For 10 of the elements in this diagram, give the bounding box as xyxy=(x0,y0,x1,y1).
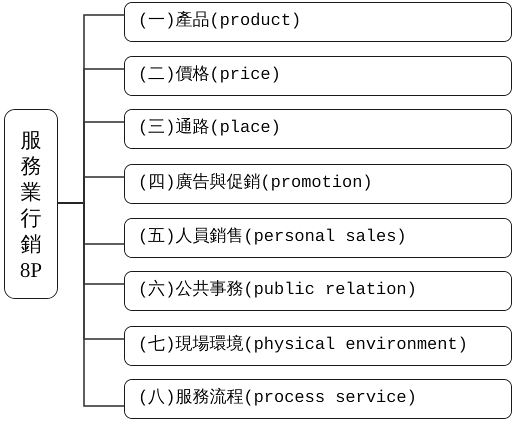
rounded-box: (一)產品(product) xyxy=(124,2,512,42)
rounded-box: (七)現場環境(physical environment) xyxy=(124,326,512,366)
rounded-box: (八)服務流程(process service) xyxy=(124,379,512,419)
rounded-box: (四)廣告與促銷(promotion) xyxy=(124,164,512,204)
rounded-box: 服務業行銷8P xyxy=(4,109,58,299)
rounded-box: (三)通路(place) xyxy=(124,109,512,149)
rounded-box: (六)公共事務(public relation) xyxy=(124,271,512,311)
rounded-box: (五)人員銷售(personal sales) xyxy=(124,218,512,258)
connector-line xyxy=(58,202,124,407)
rounded-box: (二)價格(price) xyxy=(124,56,512,96)
